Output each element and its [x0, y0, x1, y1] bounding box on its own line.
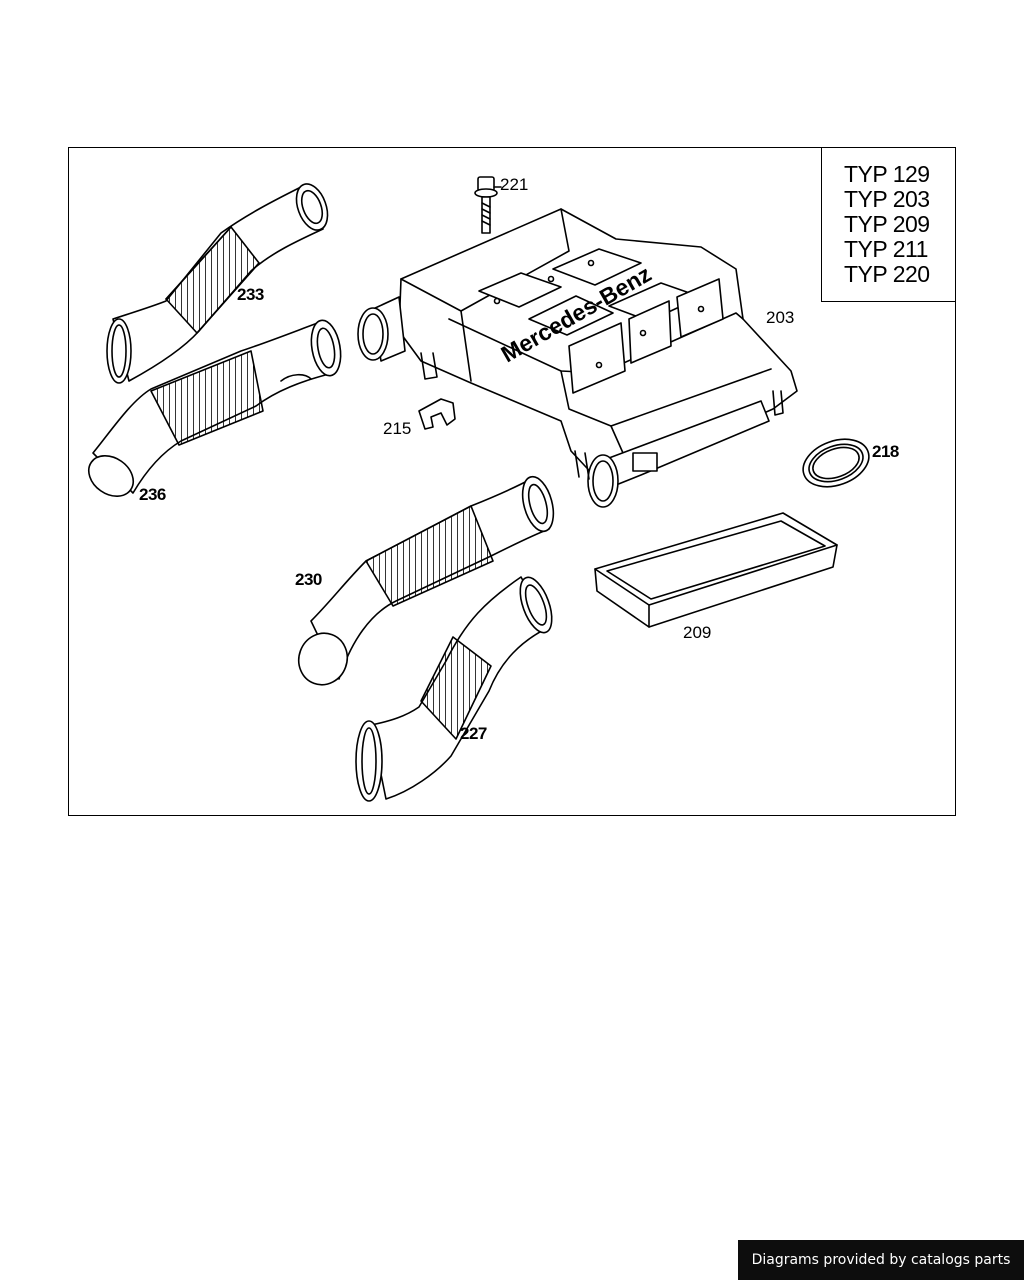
callout-227: 227	[460, 724, 487, 743]
callout-236: 236	[139, 485, 166, 504]
hose-236	[87, 319, 342, 497]
air-filter-housing-203: Mercedes-Benz	[357, 208, 798, 508]
credit-banner: Diagrams provided by catalogs parts	[738, 1240, 1024, 1280]
model-line: TYP 129	[844, 161, 930, 187]
clip-215	[418, 398, 456, 430]
hose-227	[355, 576, 553, 802]
model-line: TYP 220	[844, 261, 930, 287]
callout-233: 233	[237, 285, 264, 304]
hose-230	[297, 475, 555, 686]
hose-233	[106, 183, 329, 384]
model-line: TYP 203	[844, 186, 930, 212]
callout-218: 218	[872, 442, 899, 461]
diagram-frame: Mercedes-Benz	[68, 147, 956, 816]
callout-230: 230	[295, 570, 322, 589]
bolt-221	[474, 176, 502, 234]
model-applicability-box: TYP 129 TYP 203 TYP 209 TYP 211 TYP 220	[821, 147, 956, 302]
model-line: TYP 211	[844, 236, 928, 262]
callout-221: 221	[500, 175, 529, 194]
model-line: TYP 209	[844, 211, 930, 237]
parts-drawing: Mercedes-Benz	[87, 176, 870, 802]
callout-209: 209	[683, 623, 712, 642]
seal-ring-218	[802, 438, 870, 488]
callout-203: 203	[766, 308, 795, 327]
air-filter-element-209	[594, 512, 838, 628]
callout-215: 215	[383, 419, 412, 438]
